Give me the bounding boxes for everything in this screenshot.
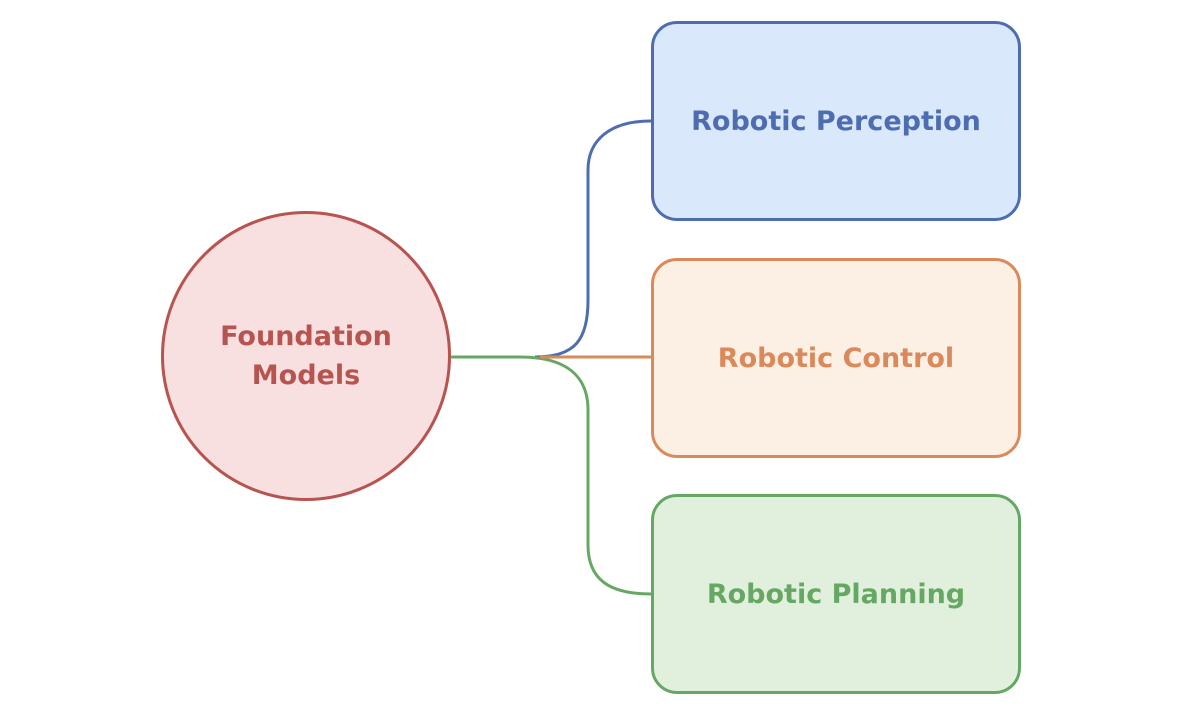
edge-root-to-planning bbox=[451, 355, 652, 596]
node-robotic-control: Robotic Control bbox=[651, 258, 1021, 458]
node-robotic-perception: Robotic Perception bbox=[651, 21, 1021, 221]
node-robotic-perception-label: Robotic Perception bbox=[691, 105, 981, 137]
node-robotic-planning: Robotic Planning bbox=[651, 494, 1021, 694]
node-robotic-control-label: Robotic Control bbox=[717, 342, 955, 374]
root-node-foundation-models: Foundation Models bbox=[161, 211, 451, 501]
root-node-label: Foundation Models bbox=[220, 321, 392, 391]
edge-root-to-perception bbox=[534, 119, 652, 359]
node-robotic-planning-label: Robotic Planning bbox=[706, 578, 966, 610]
